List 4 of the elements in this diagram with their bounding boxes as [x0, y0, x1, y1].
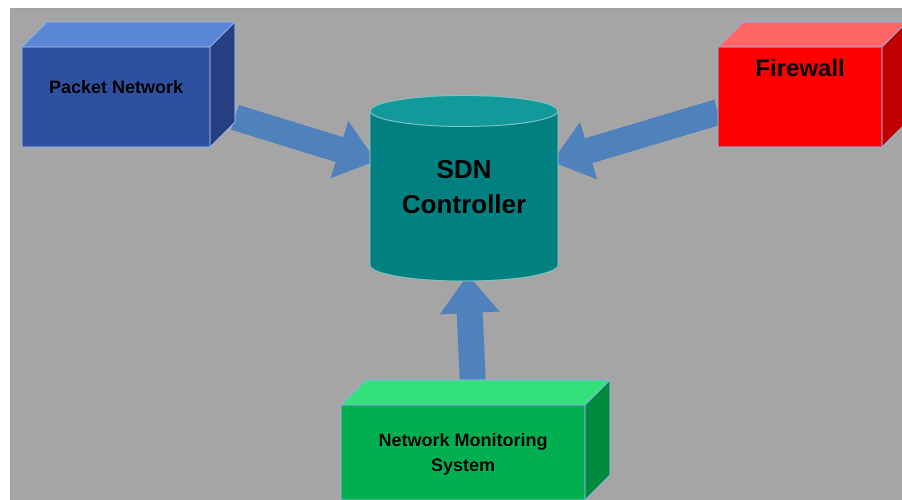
- node-label: Firewall: [755, 54, 845, 84]
- node-label: SDN Controller: [400, 152, 528, 221]
- node-label: Packet Network: [48, 76, 184, 99]
- node-label: Network Monitoring System: [378, 429, 548, 477]
